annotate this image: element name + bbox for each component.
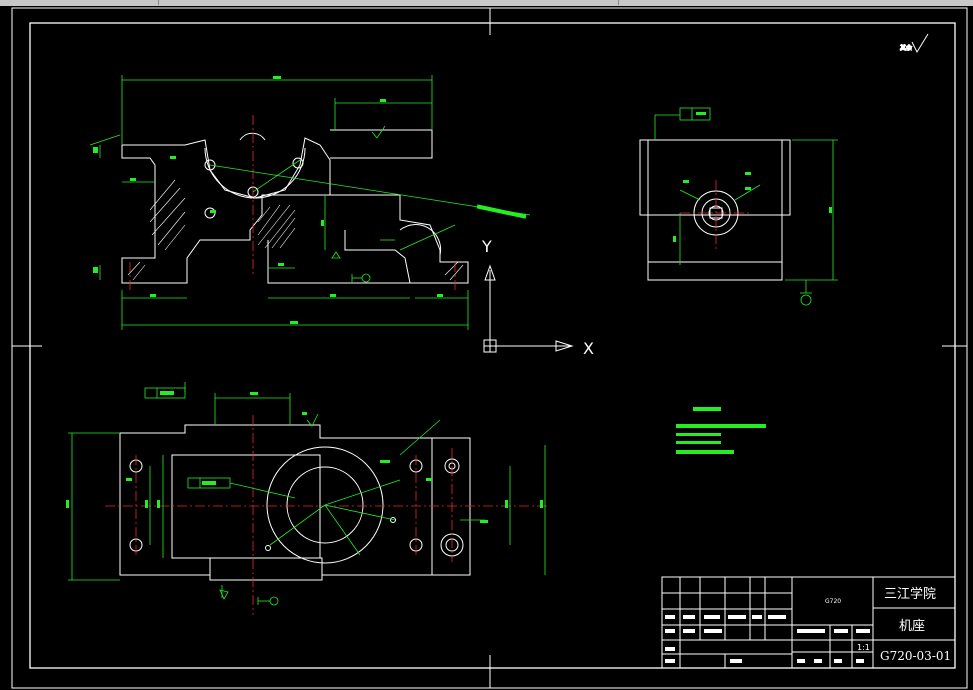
- window-tab[interactable]: [158, 0, 619, 5]
- title-block: [661, 576, 956, 669]
- section-hatch: [127, 179, 464, 281]
- surface-finish-symbol: 其余: [900, 33, 929, 54]
- window-titlebar: [0, 0, 973, 6]
- part-name: 机座: [899, 619, 925, 634]
- window-tab[interactable]: [0, 0, 159, 5]
- datum-b-circle: [361, 273, 371, 283]
- ucs-icon: [483, 264, 574, 353]
- drawing-number: G720-03-01: [880, 649, 951, 663]
- x-axis-label: X: [583, 339, 594, 358]
- scale-value: 1:1: [857, 643, 870, 652]
- y-axis-label: Y: [481, 237, 492, 256]
- model-label: G720: [825, 598, 841, 605]
- side-view: [639, 107, 838, 306]
- roughness-note: 其余: [900, 44, 912, 52]
- roughness-mark: [371, 125, 386, 139]
- center-lines: [129, 115, 456, 290]
- dimension-text-marks: [93, 76, 527, 324]
- centering-marks: [12, 8, 967, 688]
- top-view: [66, 382, 550, 615]
- title-block-small-text: [665, 615, 870, 663]
- dimension-lines: [89, 75, 531, 330]
- technical-requirements: [676, 407, 766, 454]
- roughness-mark: [331, 251, 341, 259]
- front-view: [89, 75, 531, 330]
- school-name: 三江学院: [884, 586, 936, 602]
